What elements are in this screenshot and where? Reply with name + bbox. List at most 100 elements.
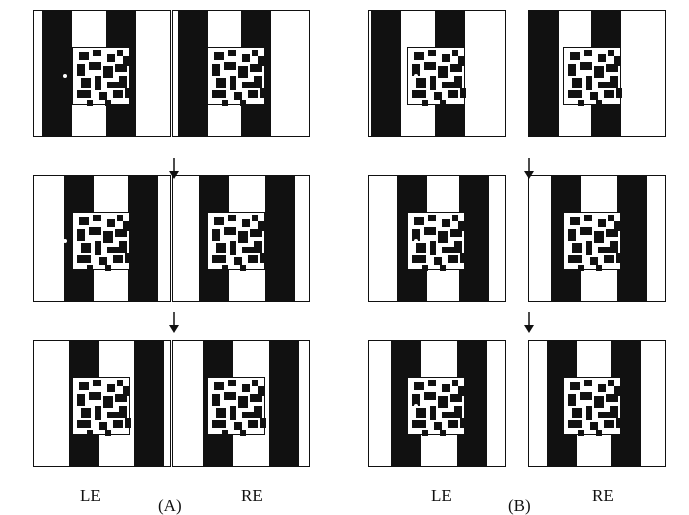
dot-cluster (224, 62, 236, 70)
dot-cluster (568, 420, 582, 428)
dot-cluster (99, 257, 107, 265)
dot-cluster (580, 62, 592, 70)
dot-cluster (93, 215, 101, 221)
dot-cluster (594, 66, 604, 78)
dot-cluster (450, 229, 462, 237)
stereo-panel (368, 340, 506, 467)
dot-cluster (412, 255, 426, 263)
dot-cluster (460, 418, 466, 428)
dot-cluster (590, 422, 598, 430)
fixation-dot (63, 74, 67, 78)
dot-cluster (568, 64, 576, 76)
dot-cluster (248, 420, 258, 428)
dot-cluster (458, 221, 464, 231)
dot-cluster (107, 384, 115, 392)
dot-cluster (123, 386, 129, 396)
dot-cluster (594, 231, 604, 243)
dot-cluster (568, 229, 576, 241)
dot-cluster (580, 227, 592, 235)
stereo-panel (33, 10, 171, 137)
dot-cluster (596, 430, 602, 436)
dot-cluster (412, 90, 426, 98)
dot-cluster (422, 430, 428, 436)
dot-cluster (216, 78, 226, 88)
dot-cluster (604, 420, 614, 428)
dot-cluster (79, 217, 89, 225)
random-dot-patch (207, 212, 266, 271)
dot-cluster (95, 406, 101, 420)
dot-cluster (438, 231, 448, 243)
dot-cluster (610, 406, 618, 418)
dot-cluster (242, 384, 250, 392)
dot-cluster (252, 380, 258, 386)
dot-cluster (240, 100, 246, 106)
dot-cluster (79, 52, 89, 60)
dot-cluster (216, 408, 226, 418)
dot-cluster (115, 229, 127, 237)
dot-cluster (77, 90, 91, 98)
dot-cluster (590, 257, 598, 265)
dot-cluster (81, 243, 91, 253)
dot-cluster (230, 406, 236, 420)
label-a-left-eye: LE (80, 486, 101, 505)
random-dot-patch (72, 377, 131, 436)
dot-cluster (81, 408, 91, 418)
dot-cluster (224, 227, 236, 235)
dot-cluster (442, 219, 450, 227)
dot-cluster (119, 241, 127, 253)
dot-cluster (586, 406, 592, 420)
dot-cluster (238, 66, 248, 78)
dot-cluster (93, 50, 101, 56)
dot-cluster (610, 241, 618, 253)
fixation-dot (63, 404, 67, 408)
dot-cluster (240, 430, 246, 436)
dot-cluster (103, 396, 113, 408)
dot-cluster (448, 255, 458, 263)
dot-cluster (442, 82, 456, 88)
dot-cluster (254, 406, 262, 418)
dot-cluster (460, 253, 466, 263)
dot-cluster (87, 430, 93, 436)
down-arrow-icon (169, 312, 179, 333)
dot-cluster (412, 64, 420, 76)
dot-cluster (242, 54, 250, 62)
dot-cluster (77, 255, 91, 263)
dot-cluster (242, 219, 250, 227)
stereo-panel (172, 340, 310, 467)
dot-cluster (117, 380, 123, 386)
dot-cluster (460, 88, 466, 98)
stereo-panel (33, 340, 171, 467)
dot-cluster (103, 231, 113, 243)
dot-cluster (89, 62, 101, 70)
stereo-panel (528, 340, 666, 467)
dot-cluster (242, 412, 256, 418)
dot-cluster (87, 100, 93, 106)
dot-cluster (414, 217, 424, 225)
dot-cluster (89, 227, 101, 235)
dot-cluster (572, 408, 582, 418)
dot-cluster (428, 50, 436, 56)
dot-cluster (105, 265, 111, 271)
dot-cluster (430, 76, 436, 90)
dot-cluster (604, 255, 614, 263)
dot-cluster (412, 229, 420, 241)
dot-cluster (594, 396, 604, 408)
dot-cluster (119, 406, 127, 418)
dot-cluster (568, 255, 582, 263)
dot-cluster (438, 396, 448, 408)
dot-cluster (604, 90, 614, 98)
grating-stripe (617, 176, 647, 301)
dot-cluster (452, 215, 458, 221)
dot-cluster (260, 88, 266, 98)
dot-cluster (442, 247, 456, 253)
dot-cluster (568, 90, 582, 98)
stereo-panel (172, 10, 310, 137)
dot-cluster (572, 243, 582, 253)
dot-cluster (234, 92, 242, 100)
fixation-dot (414, 239, 418, 243)
dot-cluster (422, 265, 428, 271)
dot-cluster (234, 422, 242, 430)
dot-cluster (214, 382, 224, 390)
dot-cluster (260, 253, 266, 263)
random-dot-patch (72, 212, 131, 271)
